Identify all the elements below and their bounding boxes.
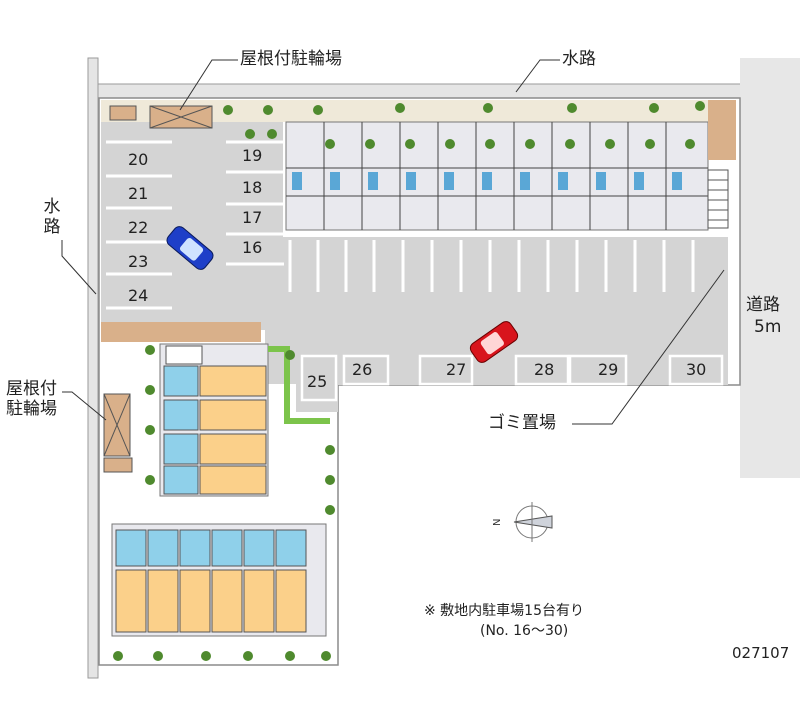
parking-note-line2: (No. 16～30) — [480, 623, 569, 639]
left-stall-lines — [106, 140, 284, 310]
bottom-stalls — [300, 354, 724, 402]
stair-steps — [708, 179, 728, 221]
road-label-2: 5m — [754, 317, 782, 337]
parking-number-22: 22 — [128, 218, 149, 237]
left-waterway-strip — [87, 57, 99, 679]
bike-shelter-left-base — [103, 457, 133, 473]
trees — [113, 101, 705, 661]
upper-building-windows — [292, 172, 682, 190]
upper-building — [285, 121, 709, 231]
bike-shelter-top — [149, 105, 213, 129]
waterway-label-left: 水路 — [43, 197, 61, 237]
bottom-building-units — [115, 529, 307, 633]
corner-garden — [708, 100, 736, 160]
covered-bike-parking-label-left-1: 屋根付 — [6, 379, 57, 399]
parking-number-23: 23 — [128, 252, 149, 271]
compass-letter: N — [492, 519, 503, 526]
parking-number-16: 16 — [242, 238, 263, 257]
brick-strip — [101, 322, 261, 342]
parking-number-28: 28 — [534, 360, 555, 379]
parking-number-17: 17 — [242, 208, 263, 227]
property-code: 027107 — [732, 644, 790, 662]
waterway-label-top: 水路 — [562, 49, 596, 69]
parking-number-30: 30 — [686, 360, 707, 379]
red-car — [469, 321, 519, 363]
upper-stall-lines — [288, 240, 695, 292]
upper-building-units — [286, 122, 708, 230]
parking-number-25: 25 — [307, 372, 328, 391]
road-label-1: 道路 — [746, 295, 780, 315]
small-box-top-left — [109, 105, 137, 121]
blue-car — [166, 226, 214, 270]
covered-bike-parking-label-left-2: 駐輪場 — [6, 399, 57, 419]
parking-number-27: 27 — [446, 360, 467, 379]
bike-shelter-left — [103, 393, 131, 457]
garbage-label: ゴミ置場 — [488, 413, 556, 433]
parking-number-26: 26 — [352, 360, 373, 379]
right-road — [740, 58, 800, 478]
left-building-stairs — [165, 345, 203, 365]
covered-bike-parking-label-top: 屋根付駐輪場 — [240, 49, 342, 69]
parking-number-19: 19 — [242, 146, 263, 165]
parking-number-24: 24 — [128, 286, 149, 305]
left-building-units — [163, 365, 267, 495]
parking-number-20: 20 — [128, 150, 149, 169]
leader-lines — [61, 59, 725, 425]
stairs — [707, 169, 729, 229]
parking-note-line1: ※ 敷地内駐車場15台有り — [424, 603, 584, 619]
parking-number-21: 21 — [128, 184, 149, 203]
parking-lot — [101, 103, 728, 412]
compass-icon — [513, 502, 553, 542]
parking-number-18: 18 — [242, 178, 263, 197]
parking-number-29: 29 — [598, 360, 619, 379]
